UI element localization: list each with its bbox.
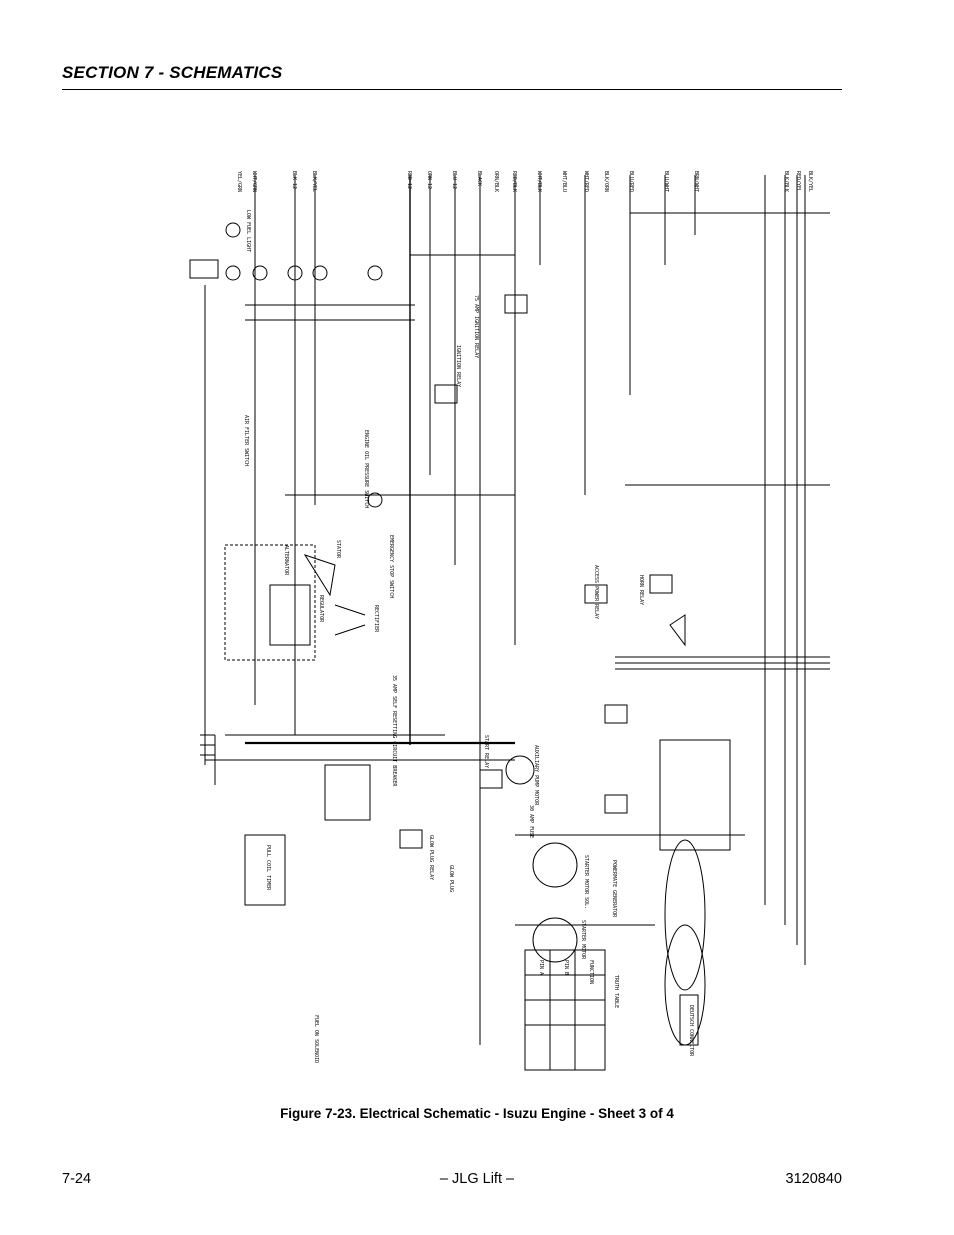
wire-label: RED 12 [406,171,412,189]
wire-label: BLK/YEL [807,171,813,192]
wire-label: YEL/GRN [236,171,242,192]
document-number: 3120840 [785,1171,842,1187]
component-label: ALTERNATOR [283,545,289,576]
wire-label: BLU 12 [451,171,457,189]
wire-label: BLK/ORN [603,171,609,192]
component-label: PULL COIL TIMER [265,845,271,891]
wire-label: BLU/WHT [663,171,669,192]
component-label: GLOW PLUG RELAY [428,835,434,880]
component-label: DEUTSCH CONNECTOR [688,1005,694,1057]
table-label: PIN A [538,960,544,975]
header-rule [62,89,842,90]
wire-label: WHT/RED [583,171,589,192]
wire-label: BLU/RED [628,171,634,192]
fuse-label: 75 AMP IGNITION RELAY [473,295,479,358]
electrical-schematic: YEL/GRN WHT/GRN BLK 12 BLK/YEL RED 12 OR… [189,171,830,1071]
component-label: RECTIFIER [373,605,379,633]
fuse-label: EMERGENCY STOP SWITCH [388,535,394,598]
wire-label: ORN/BLK [493,171,499,192]
fuse-label: 35 AMP SELF RESETTING CIRCUIT BREAKER [391,675,397,787]
component-label: STATOR [335,540,341,559]
component-label: ENGINE OIL PRESSURE SWITCH [363,430,369,508]
component-label: REGULATOR [318,595,324,623]
component-label: LOW FUEL LIGHT [245,210,251,252]
table-label: PIN B [563,960,569,975]
component-label: POWERMATE GENERATOR [611,860,617,918]
figure-caption: Figure 7-23. Electrical Schematic - Isuz… [280,1106,674,1121]
component-label: FUEL ON SOLENOID [313,1015,319,1063]
wire-label: BRN/WHT [693,171,699,192]
wire-label: RED/BLK [511,171,517,192]
component-label: START RELAY [483,735,489,768]
component-label: AUXILIARY PUMP MOTOR [533,745,539,806]
wire-label: BLK/YEL [311,171,317,192]
footer-brand: – JLG Lift – [439,1171,515,1187]
table-label: TRUTH TABLE [613,975,619,1008]
wire-label: WHT/BLU [561,171,567,192]
component-label: IGNITION RELAY [455,345,461,387]
component-label: STARTER MOTOR [580,920,586,960]
wire-label: WHT/BLK [536,171,542,192]
wire-label: BLK 12 [291,171,297,189]
wire-label: WHT/GRN [251,171,257,192]
page-number: 7-24 [62,1171,92,1187]
component-label: GLOW PLUG [448,865,454,892]
table-label: FUNCTION [588,960,594,984]
component-label: AIR FILTER SWITCH [243,415,249,466]
component-label: ACCESS POWER RELAY [593,565,599,619]
wire-label: BLK/BLK [783,171,789,192]
wire-label: ORN 12 [426,171,432,189]
component-label: HORN RELAY [638,575,644,605]
component-label: STARTER MOTOR SOL. [583,855,589,909]
section-title: SECTION 7 - SCHEMATICS [62,63,283,82]
wire-label: BLACK [476,171,482,186]
fuse-label: 30 AMP FUSE [528,805,534,838]
wire-label: RED/YEL [795,171,801,192]
